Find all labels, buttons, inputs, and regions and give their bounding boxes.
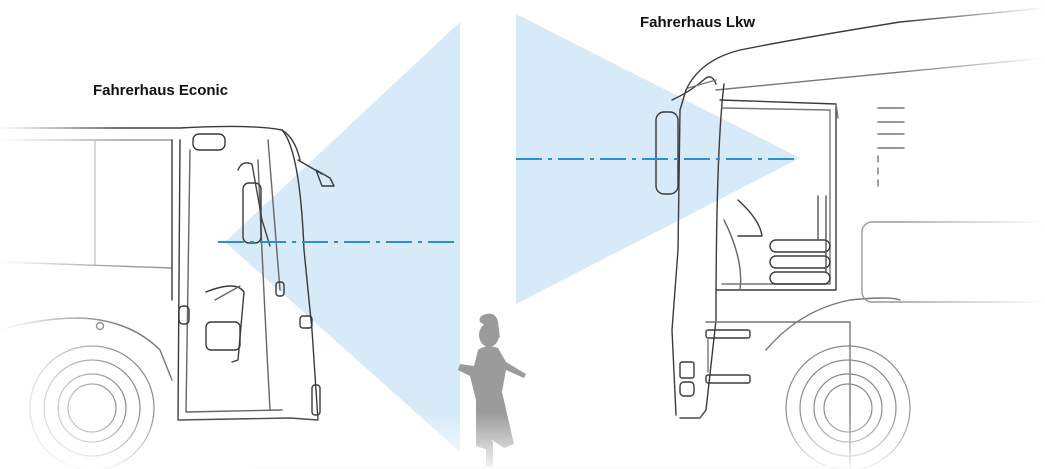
econic-cab-label: Fahrerhaus Econic (93, 82, 229, 99)
lkw-cab-label: Fahrerhaus Lkw (640, 14, 756, 31)
